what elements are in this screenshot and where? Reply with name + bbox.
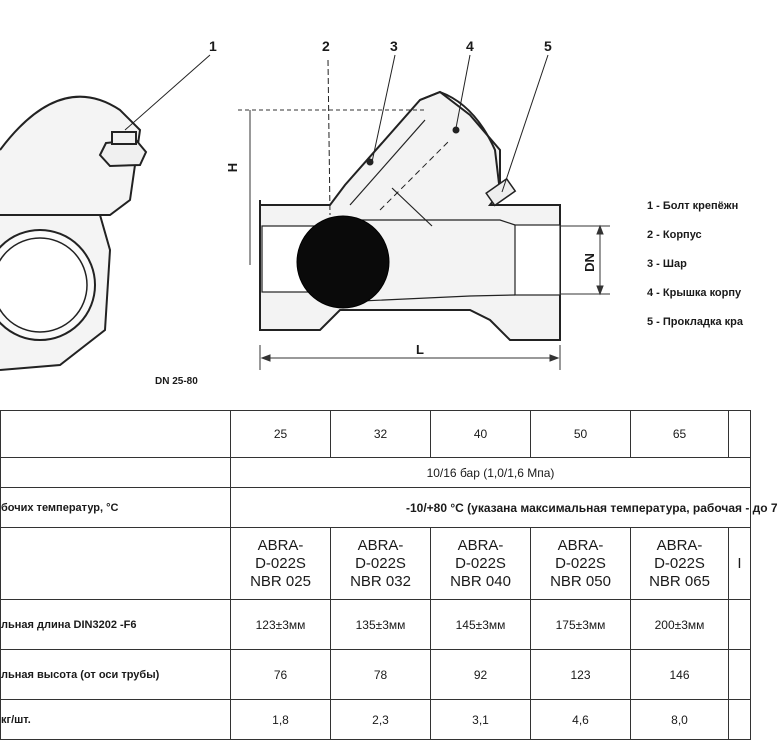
temperature-value: -10/+80 °С (указана максимальная темпера…: [230, 487, 778, 528]
callout-4: 4: [466, 38, 474, 54]
table-cell: 4,6: [530, 699, 631, 740]
table-cell-label: [0, 527, 231, 600]
model-cell: ABRA- D-022S NBR 032: [330, 527, 431, 600]
table-cell-label: [0, 457, 231, 488]
legend-item-3: 3 - Шар: [647, 258, 687, 270]
model-cell: ABRA- D-022S NBR 040: [430, 527, 531, 600]
table-cell: 1,8: [230, 699, 331, 740]
table-cell: 200±3мм: [630, 599, 729, 650]
model-cell: ABRA- D-022S NBR 065: [630, 527, 729, 600]
table-cell: 76: [230, 649, 331, 700]
table-cell: [728, 699, 751, 740]
temperature-label: бочих температур, °С: [0, 487, 231, 528]
callout-3: 3: [390, 38, 398, 54]
pressure-value: 10/16 бар (1,0/1,6 Мпа): [230, 457, 751, 488]
table-cell: 123: [530, 649, 631, 700]
length-label: льная длина DIN3202 -F6: [0, 599, 231, 650]
table-cell: [728, 599, 751, 650]
callout-leaders: [327, 54, 549, 216]
table-row-length: льная длина DIN3202 -F6 123±3мм 135±3мм …: [0, 599, 751, 650]
ball: [296, 215, 390, 309]
valve-drawing: [0, 54, 610, 371]
model-cell: I: [728, 527, 751, 600]
callout-1: 1: [209, 38, 217, 54]
model-cell: ABRA- D-022S NBR 025: [230, 527, 331, 600]
dimension-lines: [238, 109, 610, 370]
spec-table: 25 32 40 50 65 10/16 бар (1,0/1,6 Мпа) б…: [0, 410, 778, 740]
table-row-temperature: бочих температур, °С -10/+80 °С (указана…: [0, 487, 778, 528]
table-cell: 65: [630, 410, 729, 458]
table-cell: 25: [230, 410, 331, 458]
table-row-sizes: 25 32 40 50 65: [0, 410, 751, 458]
table-row-pressure: 10/16 бар (1,0/1,6 Мпа): [0, 457, 751, 488]
table-cell: 3,1: [430, 699, 531, 740]
table-cell: 8,0: [630, 699, 729, 740]
dim-label-length: L: [416, 342, 424, 357]
valve-side-view: [0, 54, 211, 371]
legend-item-5: 5 - Прокладка кра: [647, 316, 743, 328]
table-cell: 92: [430, 649, 531, 700]
table-cell: 146: [630, 649, 729, 700]
drawing-caption: DN 25-80: [155, 376, 198, 387]
table-cell: 135±3мм: [330, 599, 431, 650]
table-cell: 50: [530, 410, 631, 458]
table-cell: 175±3мм: [530, 599, 631, 650]
table-cell: 123±3мм: [230, 599, 331, 650]
model-cell: ABRA- D-022S NBR 050: [530, 527, 631, 600]
table-cell: 78: [330, 649, 431, 700]
table-row-weight: кг/шт. 1,8 2,3 3,1 4,6 8,0: [0, 699, 751, 740]
callout-5: 5: [544, 38, 552, 54]
table-row-height: льная высота (от оси трубы) 76 78 92 123…: [0, 649, 751, 700]
dim-label-diameter: DN: [581, 253, 597, 272]
table-cell: [728, 649, 751, 700]
weight-label: кг/шт.: [0, 699, 231, 740]
table-row-model: ABRA- D-022S NBR 025 ABRA- D-022S NBR 03…: [0, 527, 751, 600]
dim-label-height: H: [225, 162, 241, 173]
legend-item-1: 1 - Болт крепёжн: [647, 200, 739, 212]
table-cell: 40: [430, 410, 531, 458]
table-cell: 145±3мм: [430, 599, 531, 650]
height-label: льная высота (от оси трубы): [0, 649, 231, 700]
legend-item-4: 4 - Крышка корпу: [647, 287, 742, 299]
callout-2: 2: [322, 38, 330, 54]
legend-item-2: 2 - Корпус: [647, 229, 702, 241]
table-cell-label: [0, 410, 231, 458]
table-cell: 2,3: [330, 699, 431, 740]
valve-section-view: [259, 90, 561, 341]
table-cell: 32: [330, 410, 431, 458]
table-cell: [728, 410, 751, 458]
